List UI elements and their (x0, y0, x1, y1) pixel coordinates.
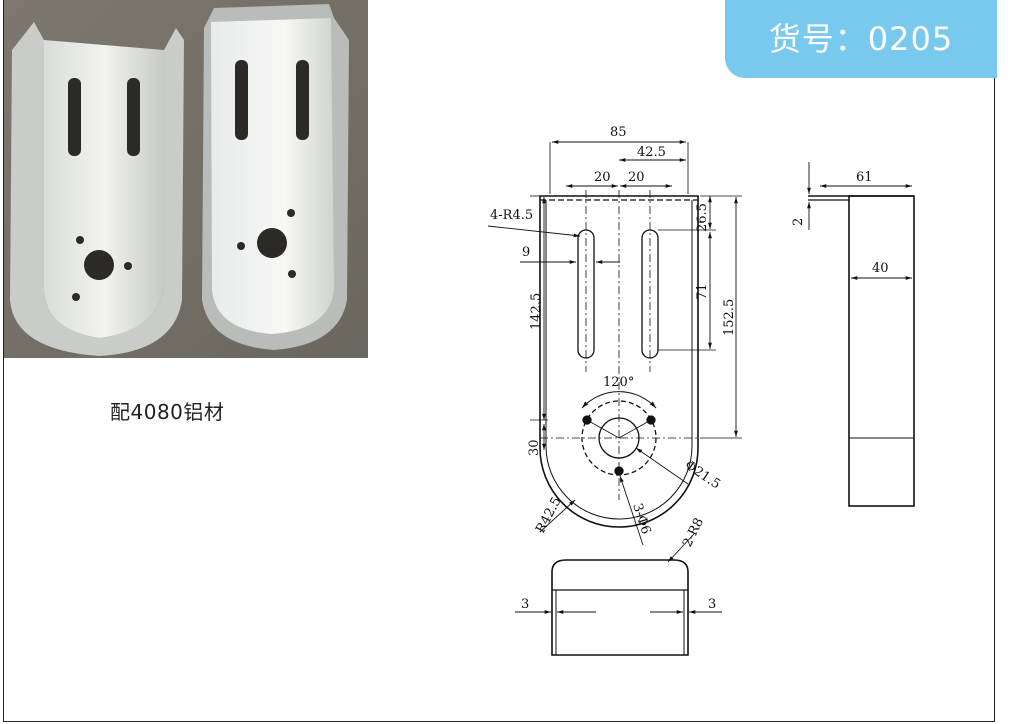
dim-holes: 3-Φ6 (629, 502, 653, 537)
dim-width: 85 (610, 125, 627, 140)
product-photo (4, 0, 368, 358)
center-hole (598, 417, 640, 459)
dim-flange: 61 (856, 170, 873, 185)
dim-thickness: 2 (791, 218, 806, 226)
dim-slot-offset-right: 20 (628, 170, 645, 185)
bracket-right (202, 4, 349, 350)
dim-slot-offset-left: 20 (594, 170, 611, 185)
dim-outer-radius: R42.5 (533, 495, 564, 536)
bottom-view (515, 559, 722, 656)
page-frame (3, 0, 995, 722)
dim-slot-width: 9 (522, 245, 530, 260)
bracket-left (10, 22, 184, 356)
dim-wall-left: 3 (521, 597, 529, 612)
side-view (807, 162, 915, 507)
dim-slot-length: 71 (695, 283, 710, 300)
dim-height-right: 152.5 (722, 299, 737, 336)
dim-bottom-offset: 30 (527, 439, 542, 456)
item-number-badge: 货号：0205 (725, 0, 997, 78)
dim-slot-top: 26.5 (695, 203, 710, 232)
dim-slot-radius: 4-R4.5 (490, 208, 533, 223)
dim-wall-right: 3 (708, 597, 716, 612)
dim-corner-radius: 2-R8 (680, 516, 707, 550)
front-view (487, 140, 742, 563)
bolt-hole (614, 466, 624, 476)
photo-caption: 配4080铝材 (110, 400, 225, 424)
dim-half-width: 42.5 (637, 145, 666, 160)
dim-depth: 40 (872, 261, 889, 276)
dim-height-left: 142.5 (529, 293, 544, 330)
dim-angle: 120° (603, 375, 634, 390)
